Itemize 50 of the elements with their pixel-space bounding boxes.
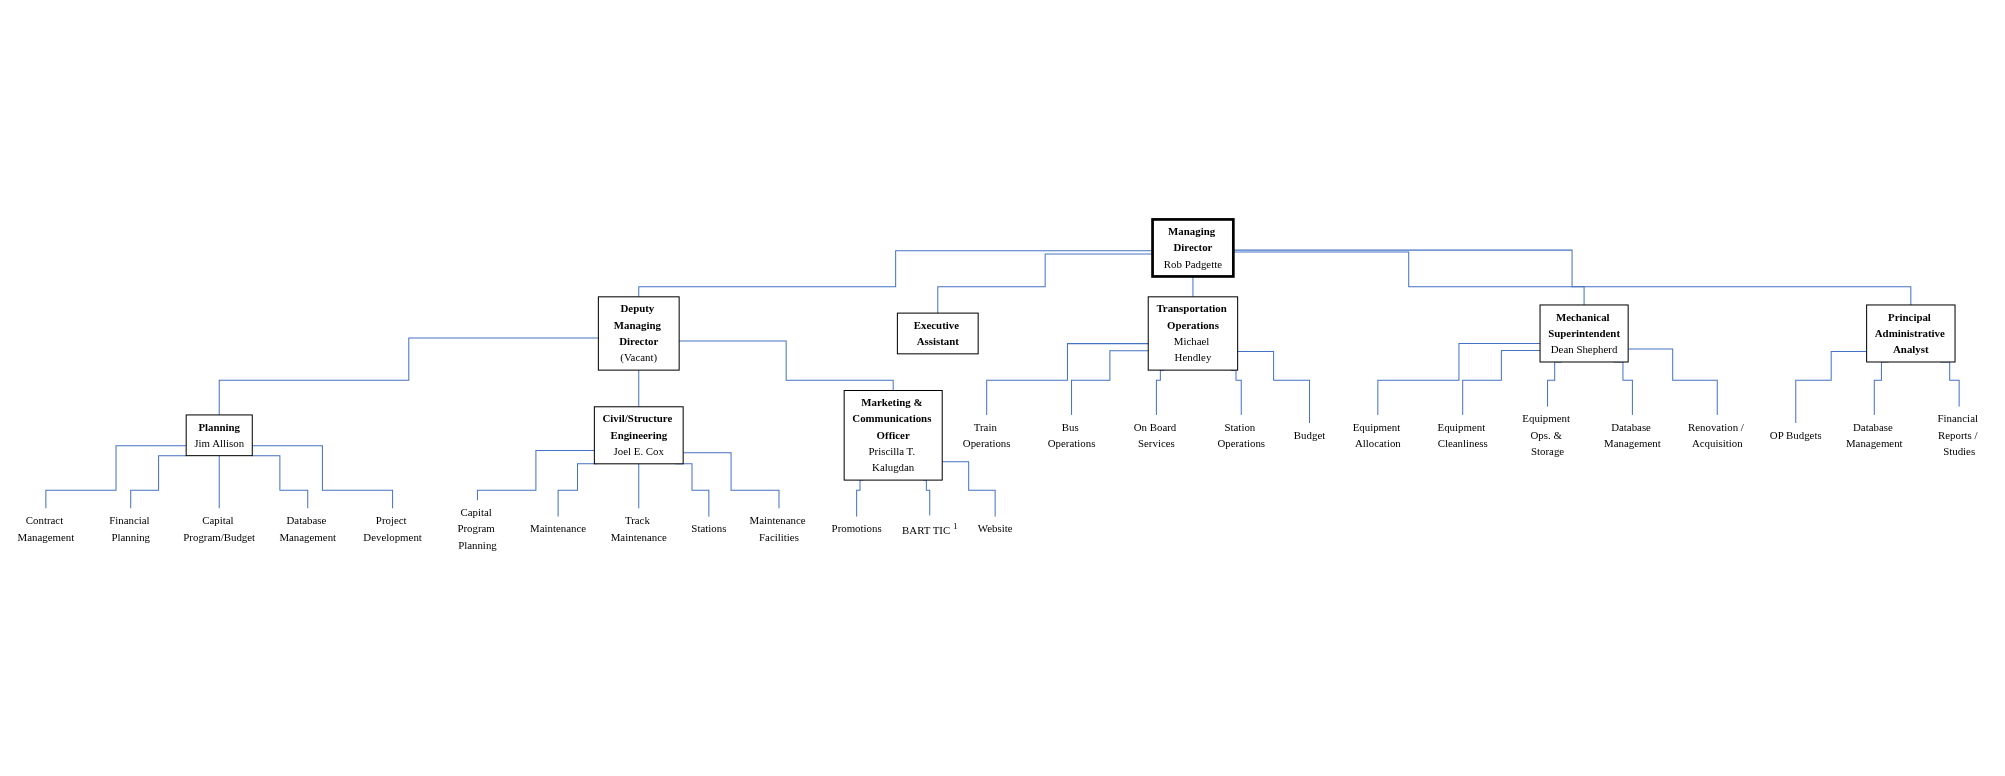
node-text: Website [977, 522, 1013, 534]
node-text: Database Management [1604, 420, 1661, 449]
node-box: Mechanical Superintendent Dean Shepherd [1539, 304, 1629, 363]
node-text: On Board Services [1133, 420, 1177, 449]
connector [638, 369, 640, 407]
node-text: Equipment Allocation [1352, 420, 1401, 449]
node-text: Maintenance Facilities [749, 514, 806, 543]
node-text: Track Maintenance [610, 514, 667, 543]
node-text: Project Development [363, 514, 422, 543]
connector [638, 462, 640, 509]
node-box: Principal Administrative Analyst [1866, 304, 1956, 363]
node-text: Database Management [1845, 420, 1903, 449]
node-text: Financial Reports / Studies [1937, 412, 1978, 457]
node-box: Executive Assistant [896, 312, 979, 354]
node-text: Renovation / Acquisition [1687, 420, 1744, 449]
connector [218, 454, 220, 509]
node-text: Promotions [831, 522, 882, 534]
connector [130, 454, 187, 509]
node-box: Deputy Managing Director (Vacant) [597, 295, 680, 371]
connector [251, 444, 394, 509]
connector [1462, 349, 1541, 415]
node-text: Equipment Ops. & Storage [1522, 412, 1571, 457]
connector [856, 479, 864, 517]
connector [1071, 349, 1149, 415]
node-text: Stations [691, 522, 727, 534]
node-text: Capital Program/Budget [183, 514, 256, 543]
node-box: Marketing & Communications Officer Priscilla T. Kalugdan [843, 389, 943, 481]
node-box: Managing Director Rob Padgette [1151, 217, 1235, 278]
node-text: Capital Program Planning [457, 506, 497, 551]
node-text: Bus Operations [1047, 420, 1096, 449]
connector [251, 454, 309, 509]
connector [45, 444, 187, 509]
node-text: Database Management [279, 514, 337, 543]
connector [986, 342, 1149, 415]
node-box: Transportation Operations Michael Hendley [1147, 295, 1239, 371]
node-text: Budget [1293, 428, 1326, 441]
node-text: Train Operations [962, 420, 1011, 449]
node-text: Equipment Cleanliness [1437, 420, 1488, 449]
connector [218, 337, 599, 415]
connector [1377, 342, 1541, 415]
node-box: Civil/Structure Engineering Joel E. Cox [593, 405, 684, 464]
node-text: OP Budgets [1769, 428, 1822, 441]
node-text: Financial Planning [109, 514, 151, 543]
node-box: Planning Jim Allison [185, 413, 253, 456]
node-text: Maintenance [530, 522, 587, 534]
node-text: Contract Management [17, 514, 75, 543]
connector [1237, 350, 1311, 424]
node-text: BART TIC $^{1}$ [902, 520, 958, 536]
connector [476, 449, 595, 501]
node-text: Station Operations [1217, 420, 1266, 449]
